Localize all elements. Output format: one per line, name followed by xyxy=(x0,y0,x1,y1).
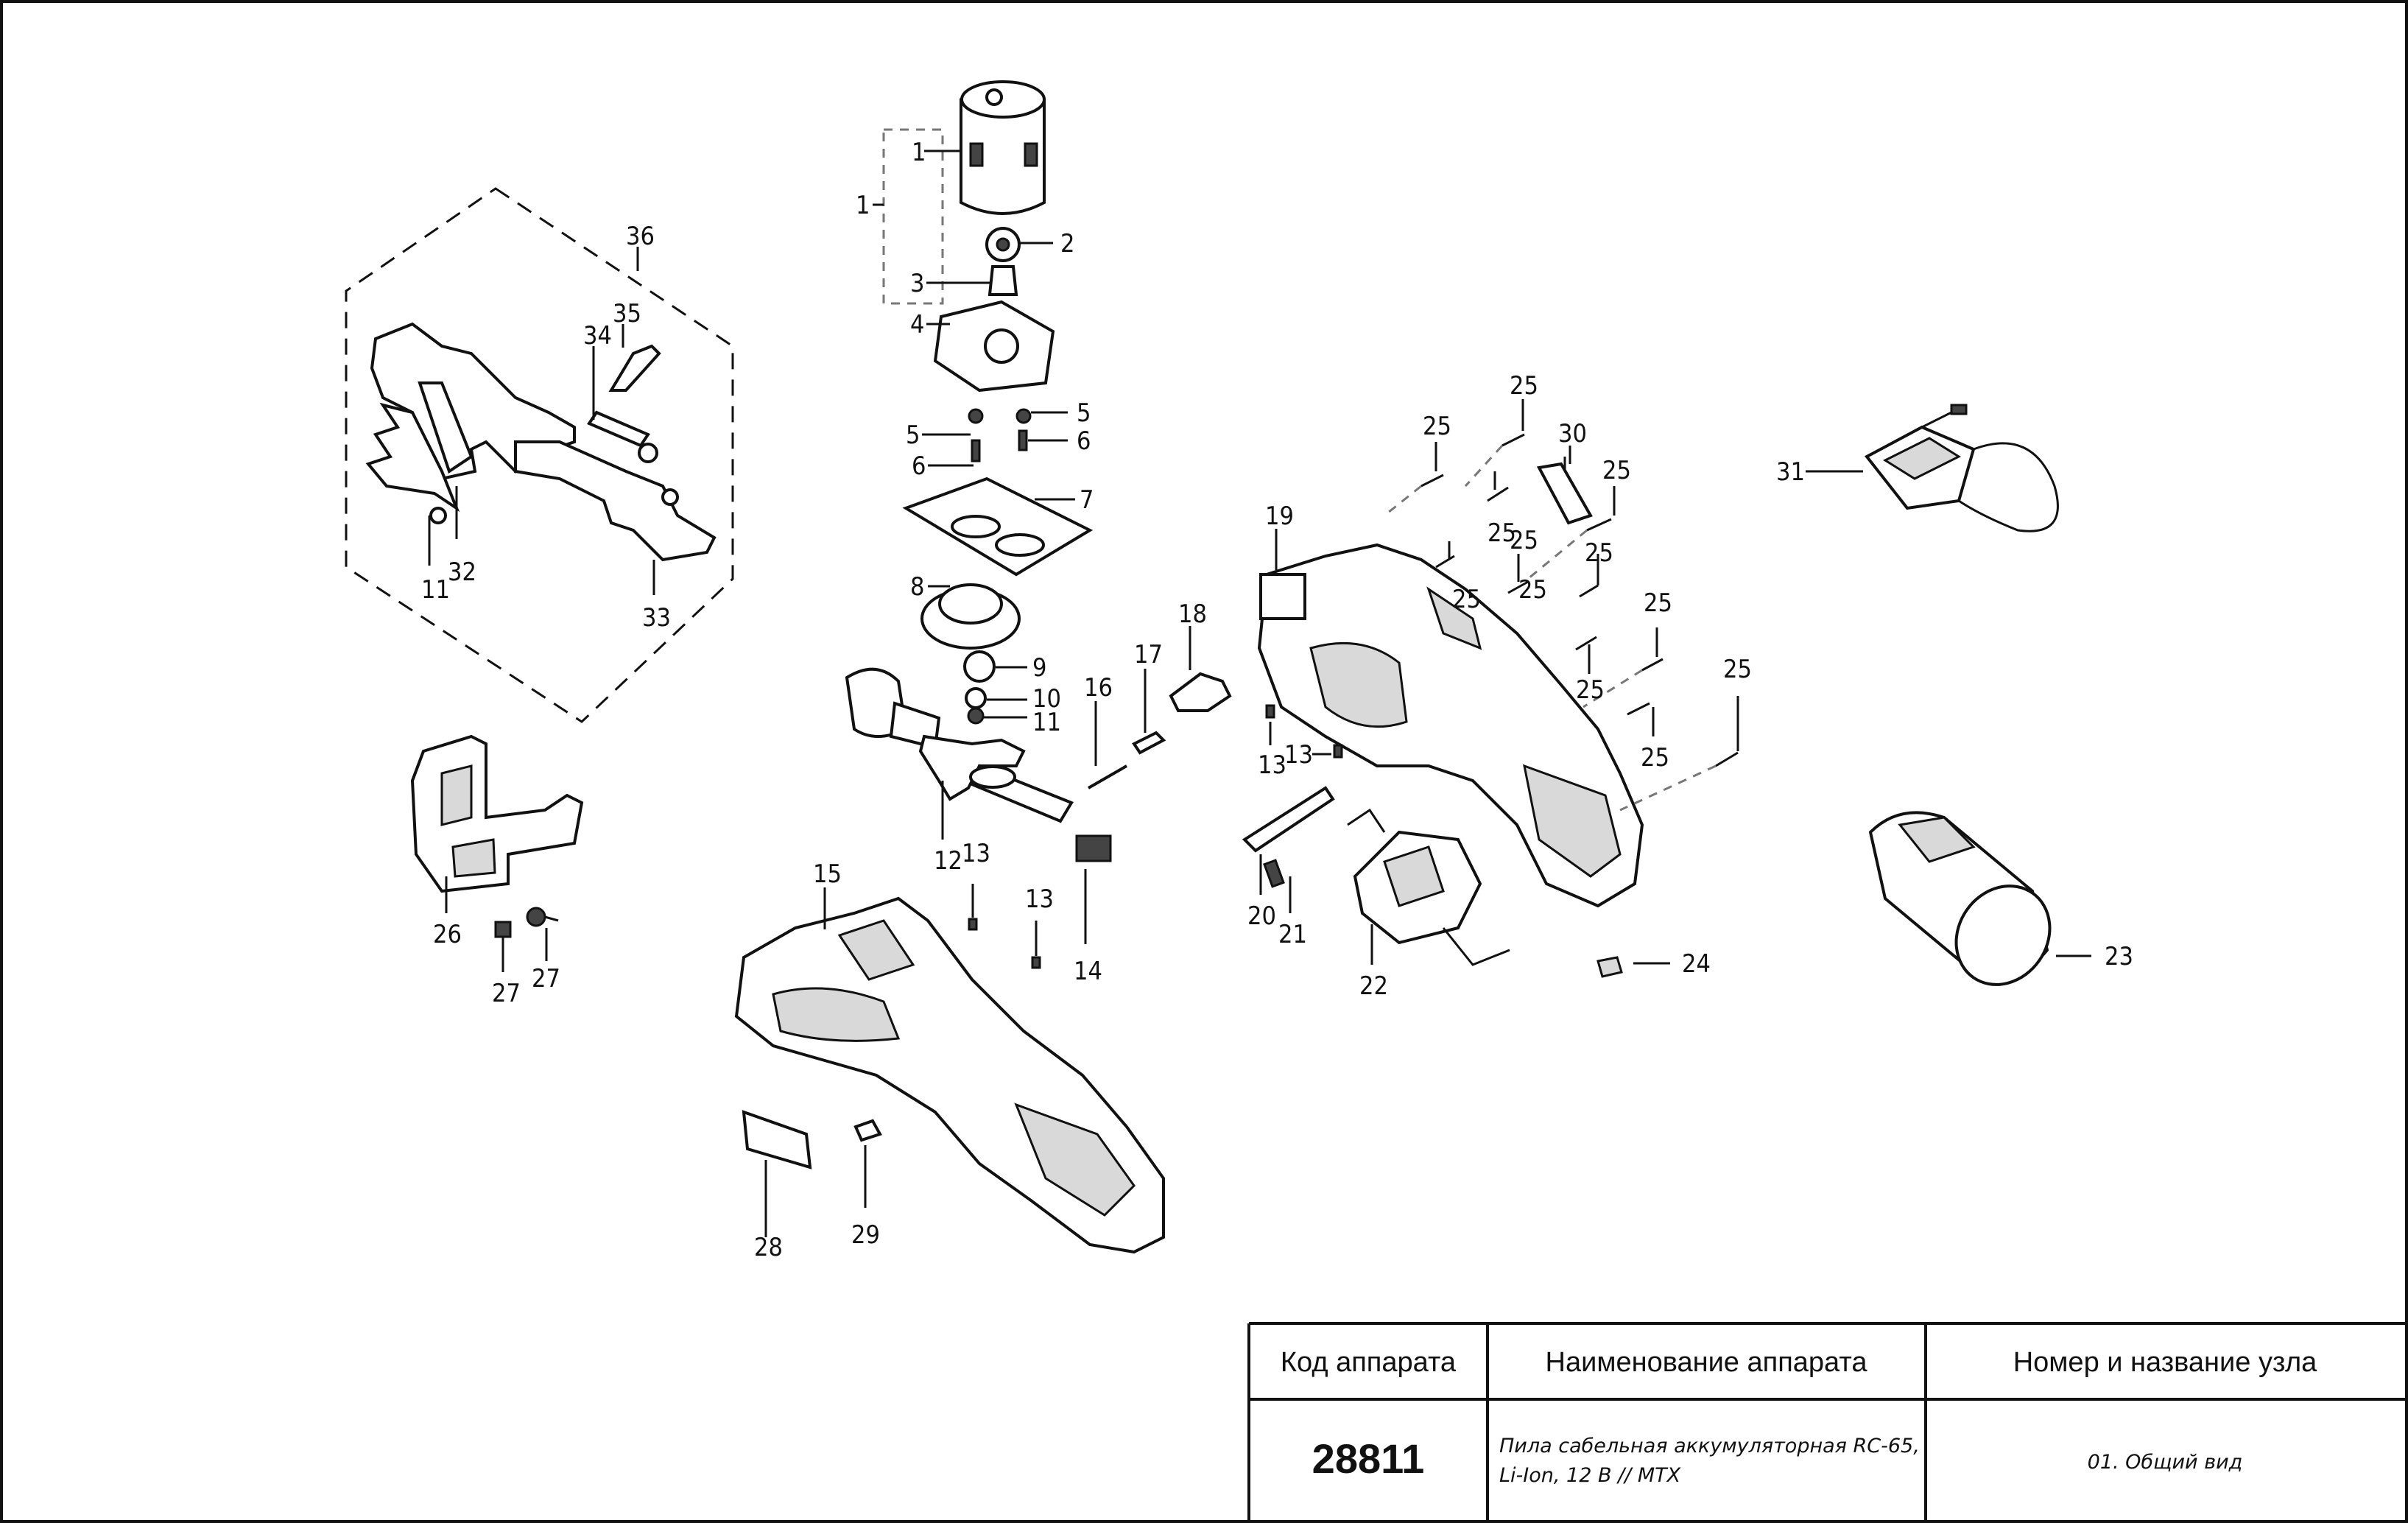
label-13-c: 13 xyxy=(1258,750,1286,780)
device-code: 28811 xyxy=(1312,1435,1425,1482)
label-25-e: 25 xyxy=(1452,585,1481,614)
label-29: 29 xyxy=(851,1220,880,1250)
battery-23 xyxy=(1868,811,2052,986)
label-25-c: 25 xyxy=(1488,518,1516,548)
label-25-k: 25 xyxy=(1723,655,1752,684)
label-13-a: 13 xyxy=(962,839,990,868)
label-plate-30 xyxy=(1536,462,1593,525)
label-15: 15 xyxy=(813,859,842,889)
blade-clamp-assembly xyxy=(345,187,734,723)
label-plate-28 xyxy=(742,1110,812,1169)
label-23: 23 xyxy=(2105,942,2133,971)
label-6-right: 6 xyxy=(1077,426,1091,456)
device-name-line1: Пила сабельная аккумуляторная RC-65, xyxy=(1499,1435,1920,1457)
label-28: 28 xyxy=(754,1233,783,1262)
spring-21 xyxy=(1263,859,1285,888)
label-13-d: 13 xyxy=(1284,740,1313,770)
label-22: 22 xyxy=(1359,971,1388,1001)
label-26: 26 xyxy=(433,920,462,949)
housing-half-15 xyxy=(734,896,1165,1254)
label-9: 9 xyxy=(1032,653,1046,683)
label-17: 17 xyxy=(1134,640,1163,669)
label-27-b: 27 xyxy=(532,964,560,993)
label-6-left: 6 xyxy=(912,451,926,481)
label-3: 3 xyxy=(910,269,924,298)
pin-13-b xyxy=(1031,956,1041,969)
rod-16 xyxy=(1088,764,1127,789)
label-20: 20 xyxy=(1247,901,1276,931)
label-25-j: 25 xyxy=(1641,743,1669,773)
pin-13-a xyxy=(968,918,978,931)
screws-27 xyxy=(494,907,559,972)
label-plate-29 xyxy=(853,1119,882,1142)
label-11-left: 11 xyxy=(421,575,450,605)
label-5-right: 5 xyxy=(1077,398,1091,428)
label-25-f: 25 xyxy=(1510,526,1538,555)
trigger-20 xyxy=(1242,786,1335,853)
label-33: 33 xyxy=(642,603,671,633)
label-21: 21 xyxy=(1278,920,1307,949)
label-25-d: 25 xyxy=(1602,456,1631,485)
leader-lines-25 xyxy=(1434,399,1739,751)
label-5-left: 5 xyxy=(906,421,920,450)
spring-17 xyxy=(1132,731,1166,755)
label-25-l: 25 xyxy=(1518,575,1547,605)
nut-24 xyxy=(1596,956,1623,978)
header-device-name: Наименование аппарата xyxy=(1546,1347,1868,1378)
label-4: 4 xyxy=(910,310,924,340)
pin-13-d xyxy=(1333,744,1343,759)
label-1-a: 1 xyxy=(912,138,926,167)
label-25-b: 25 xyxy=(1510,371,1538,401)
motor-stack xyxy=(902,80,1094,725)
header-node-name: Номер и название узла xyxy=(2013,1347,2317,1378)
label-1-b: 1 xyxy=(856,191,870,220)
label-16: 16 xyxy=(1084,673,1113,703)
label-32: 32 xyxy=(448,558,476,587)
label-25-i: 25 xyxy=(1576,675,1605,705)
label-31: 31 xyxy=(1776,457,1805,487)
label-25-a: 25 xyxy=(1423,412,1451,441)
label-14: 14 xyxy=(1074,957,1102,986)
label-25-h: 25 xyxy=(1644,588,1672,618)
label-19: 19 xyxy=(1265,502,1294,531)
label-27-a: 27 xyxy=(492,979,521,1008)
label-8: 8 xyxy=(910,572,924,602)
switch-22 xyxy=(1347,808,1510,966)
label-11-right: 11 xyxy=(1032,708,1061,737)
reciprocating-shaft xyxy=(845,667,1112,862)
screws-25 xyxy=(1420,433,1739,767)
label-36: 36 xyxy=(626,222,655,251)
label-12: 12 xyxy=(934,846,962,876)
label-34: 34 xyxy=(583,321,612,351)
label-18: 18 xyxy=(1178,599,1207,629)
label-35: 35 xyxy=(613,299,641,328)
node-name: 01. Общий вид xyxy=(2088,1451,2243,1474)
title-block xyxy=(1247,1322,2407,1522)
motor-group-bracket xyxy=(882,128,944,305)
dashed-guide-lines xyxy=(1384,444,1717,812)
leader-lines-motor xyxy=(873,150,1075,719)
label-2: 2 xyxy=(1060,229,1074,258)
battery-clip xyxy=(410,734,584,893)
housing-half-19 xyxy=(1257,543,1644,908)
label-13-b: 13 xyxy=(1025,884,1054,914)
leader-lines-36 xyxy=(428,247,655,595)
label-30: 30 xyxy=(1558,419,1587,449)
label-10: 10 xyxy=(1032,684,1061,714)
pin-13-c xyxy=(1265,704,1275,719)
label-7: 7 xyxy=(1080,485,1094,515)
header-device-code: Код аппарата xyxy=(1281,1347,1457,1378)
lock-button-18 xyxy=(1169,672,1232,712)
label-25-g: 25 xyxy=(1585,538,1613,568)
label-24: 24 xyxy=(1682,949,1711,979)
device-name-line2: Li-Ion, 12 В // MTX xyxy=(1499,1464,1681,1487)
charger-31 xyxy=(1864,404,2059,532)
